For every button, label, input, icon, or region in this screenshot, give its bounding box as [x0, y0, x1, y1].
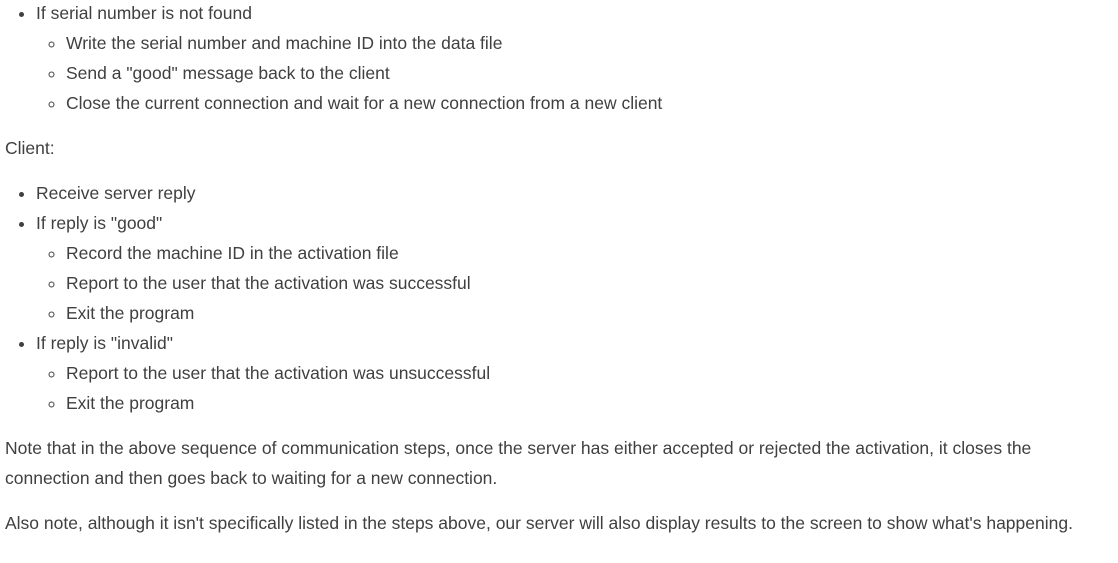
client-steps-list: Receive server reply If reply is "good" … — [5, 178, 1112, 418]
sub-list-item: Exit the program — [66, 298, 1112, 328]
sub-list-item: Record the machine ID in the activation … — [66, 238, 1112, 268]
sub-list-item-text: Report to the user that the activation w… — [66, 363, 491, 383]
sub-list-item-text: Report to the user that the activation w… — [66, 273, 471, 293]
sub-list-item-text: Record the machine ID in the activation … — [66, 243, 399, 263]
list-item: If reply is "invalid" Report to the user… — [36, 328, 1112, 418]
sub-list-item: Exit the program — [66, 388, 1112, 418]
reply-invalid-sublist: Report to the user that the activation w… — [36, 358, 1112, 418]
also-note-paragraph: Also note, although it isn't specificall… — [5, 513, 1073, 533]
sub-list-item: Report to the user that the activation w… — [66, 268, 1112, 298]
server-steps-sublist: Write the serial number and machine ID i… — [36, 28, 1112, 118]
sub-list-item: Close the current connection and wait fo… — [66, 88, 1112, 118]
sub-list-item-text: Send a "good" message back to the client — [66, 63, 390, 83]
sub-list-item-text: Close the current connection and wait fo… — [66, 93, 663, 113]
sub-list-item: Send a "good" message back to the client — [66, 58, 1112, 88]
reply-good-sublist: Record the machine ID in the activation … — [36, 238, 1112, 328]
list-item-text: If serial number is not found — [36, 3, 252, 23]
server-steps-list: If serial number is not found Write the … — [5, 0, 1112, 118]
list-item-text: If reply is "good" — [36, 213, 163, 233]
sub-list-item-text: Write the serial number and machine ID i… — [66, 33, 503, 53]
sub-list-item: Report to the user that the activation w… — [66, 358, 1112, 388]
sub-list-item-text: Exit the program — [66, 303, 195, 323]
client-heading: Client: — [5, 138, 55, 158]
list-item: If serial number is not found Write the … — [36, 0, 1112, 118]
sub-list-item: Write the serial number and machine ID i… — [66, 28, 1112, 58]
note-paragraph: Note that in the above sequence of commu… — [5, 438, 1032, 488]
list-item: If reply is "good" Record the machine ID… — [36, 208, 1112, 328]
list-item: Receive server reply — [36, 178, 1112, 208]
sub-list-item-text: Exit the program — [66, 393, 195, 413]
list-item-text: If reply is "invalid" — [36, 333, 173, 353]
list-item-text: Receive server reply — [36, 183, 196, 203]
